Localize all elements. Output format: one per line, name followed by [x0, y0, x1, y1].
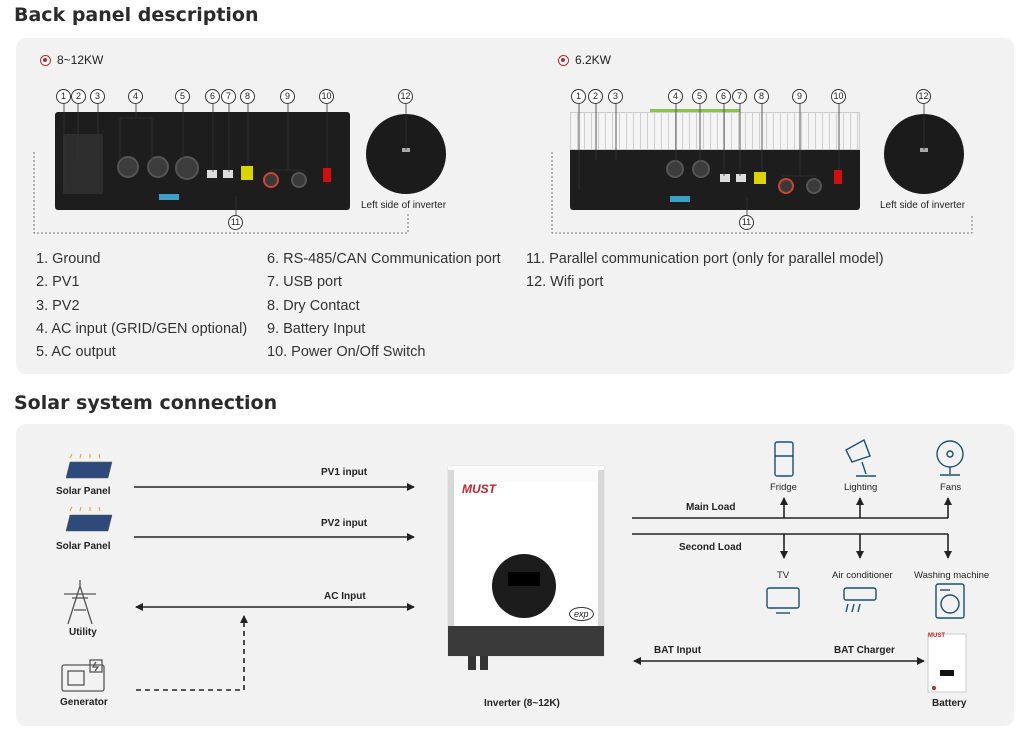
inverter-icon [447, 465, 605, 670]
generator-icon [61, 659, 105, 692]
fridge-icon [774, 441, 794, 477]
solar-panel-label: Solar Panel [56, 486, 111, 497]
legend-item: 4. AC input (GRID/GEN optional) [36, 320, 248, 337]
bat-input-label: BAT Input [654, 645, 702, 656]
callout-2: 2 [588, 89, 603, 104]
legend-item: 2. PV1 [36, 274, 80, 291]
callout-3: 3 [608, 89, 623, 104]
generator-label: Generator [60, 697, 108, 708]
callout-1: 1 [56, 89, 71, 104]
callout-7: 7 [221, 89, 236, 104]
callout-12: 12 [398, 89, 413, 104]
callout-10: 10 [831, 89, 846, 104]
callout-3: 3 [90, 89, 105, 104]
legend-col-2: 6. RS-485/CAN Communication port 7. USB … [267, 248, 501, 364]
callout-8: 8 [754, 89, 769, 104]
legend-item: 5. AC output [36, 344, 116, 361]
callout-11: 11 [739, 215, 754, 230]
wifi-caption: Left side of inverter [361, 200, 447, 211]
callout-11: 11 [228, 215, 243, 230]
pv2-input-label: PV2 input [321, 518, 368, 529]
callout-4: 4 [668, 89, 683, 104]
ac-input-label: AC Input [324, 591, 366, 602]
air-conditioner-label: Air conditioner [832, 570, 893, 581]
lamp-icon [845, 438, 876, 477]
callout-6: 6 [205, 89, 220, 104]
legend-item: 7. USB port [267, 274, 342, 291]
radio-icon [40, 54, 51, 66]
legend-col-3: 11. Parallel communication port (only fo… [526, 248, 884, 295]
solar-title: Solar system connection [14, 392, 278, 414]
tv-icon [766, 587, 800, 614]
callout-5: 5 [175, 89, 190, 104]
model-6-2kw: 6.2KW [558, 53, 611, 67]
tv-label: TV [777, 570, 790, 581]
callout-10: 10 [319, 89, 334, 104]
model-label: 8~12KW [57, 53, 104, 67]
inverter-brand: MUST [462, 482, 496, 496]
legend-col-1: 1. Ground 2. PV1 3. PV2 4. AC input (GRI… [36, 248, 247, 364]
air-conditioner-icon [843, 587, 877, 613]
inverter-back-panel-small [570, 109, 860, 210]
bat-charger-label: BAT Charger [834, 645, 895, 656]
callout-9: 9 [280, 89, 295, 104]
callout-9: 9 [792, 89, 807, 104]
callout-5: 5 [692, 89, 707, 104]
legend-item: 11. Parallel communication port (only fo… [526, 251, 884, 267]
fan-icon [936, 440, 964, 476]
legend-item: 6. RS-485/CAN Communication port [267, 251, 501, 267]
main-load-label: Main Load [686, 502, 736, 513]
solar-panel-label: Solar Panel [56, 541, 111, 552]
solar-panel-icon [65, 461, 113, 532]
inverter-back-panel-large [55, 112, 350, 210]
callout-1: 1 [571, 89, 586, 104]
battery-brand: MUST [928, 633, 945, 639]
legend-item: 8. Dry Contact [267, 297, 360, 314]
fans-label: Fans [940, 482, 962, 493]
model-label: 6.2KW [575, 53, 612, 67]
utility-label: Utility [69, 627, 97, 638]
callout-4: 4 [128, 89, 143, 104]
callout-6: 6 [716, 89, 731, 104]
lighting-label: Lighting [844, 482, 878, 493]
callout-8: 8 [240, 89, 255, 104]
inverter-badge: exp [569, 607, 594, 621]
back-panel-title: Back panel description [14, 4, 259, 26]
legend-item: 3. PV2 [36, 297, 80, 314]
legend-item: 10. Power On/Off Switch [267, 344, 426, 361]
callout-2: 2 [71, 89, 86, 104]
legend-item: 1. Ground [36, 251, 101, 267]
legend-item: 12. Wifi port [526, 274, 604, 291]
pv1-input-label: PV1 input [321, 467, 368, 478]
second-load-label: Second Load [679, 542, 742, 553]
washing-machine-icon [935, 583, 965, 619]
radio-icon [558, 54, 569, 66]
inverter-label: Inverter (8~12K) [484, 698, 560, 709]
callout-12: 12 [916, 89, 931, 104]
fridge-label: Fridge [770, 482, 797, 493]
utility-icon [64, 580, 96, 625]
model-8-12kw: 8~12KW [40, 53, 103, 67]
washing-machine-label: Washing machine [914, 570, 990, 581]
battery-icon [927, 633, 967, 693]
battery-label: Battery [932, 698, 967, 709]
callout-7: 7 [732, 89, 747, 104]
legend-item: 9. Battery Input [267, 320, 366, 337]
wifi-caption: Left side of inverter [880, 200, 966, 211]
